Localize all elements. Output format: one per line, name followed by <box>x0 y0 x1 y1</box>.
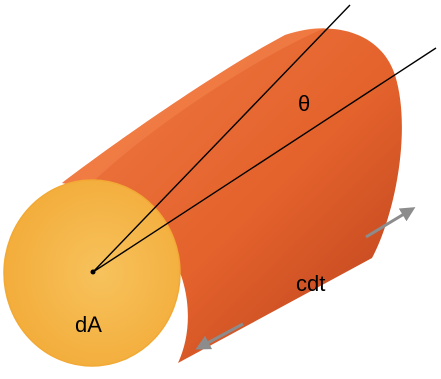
ray-line-upper <box>92 4 351 273</box>
length-arrow-lower <box>195 322 244 350</box>
center-point <box>90 269 96 275</box>
area-label: dA <box>75 312 102 337</box>
length-label: cdt <box>296 271 325 296</box>
angle-label: θ <box>298 91 310 116</box>
cylinder-highlight <box>62 28 325 185</box>
cylinder-body <box>62 28 402 364</box>
ray-line-lower <box>92 47 437 273</box>
length-arrow-upper <box>365 207 416 239</box>
